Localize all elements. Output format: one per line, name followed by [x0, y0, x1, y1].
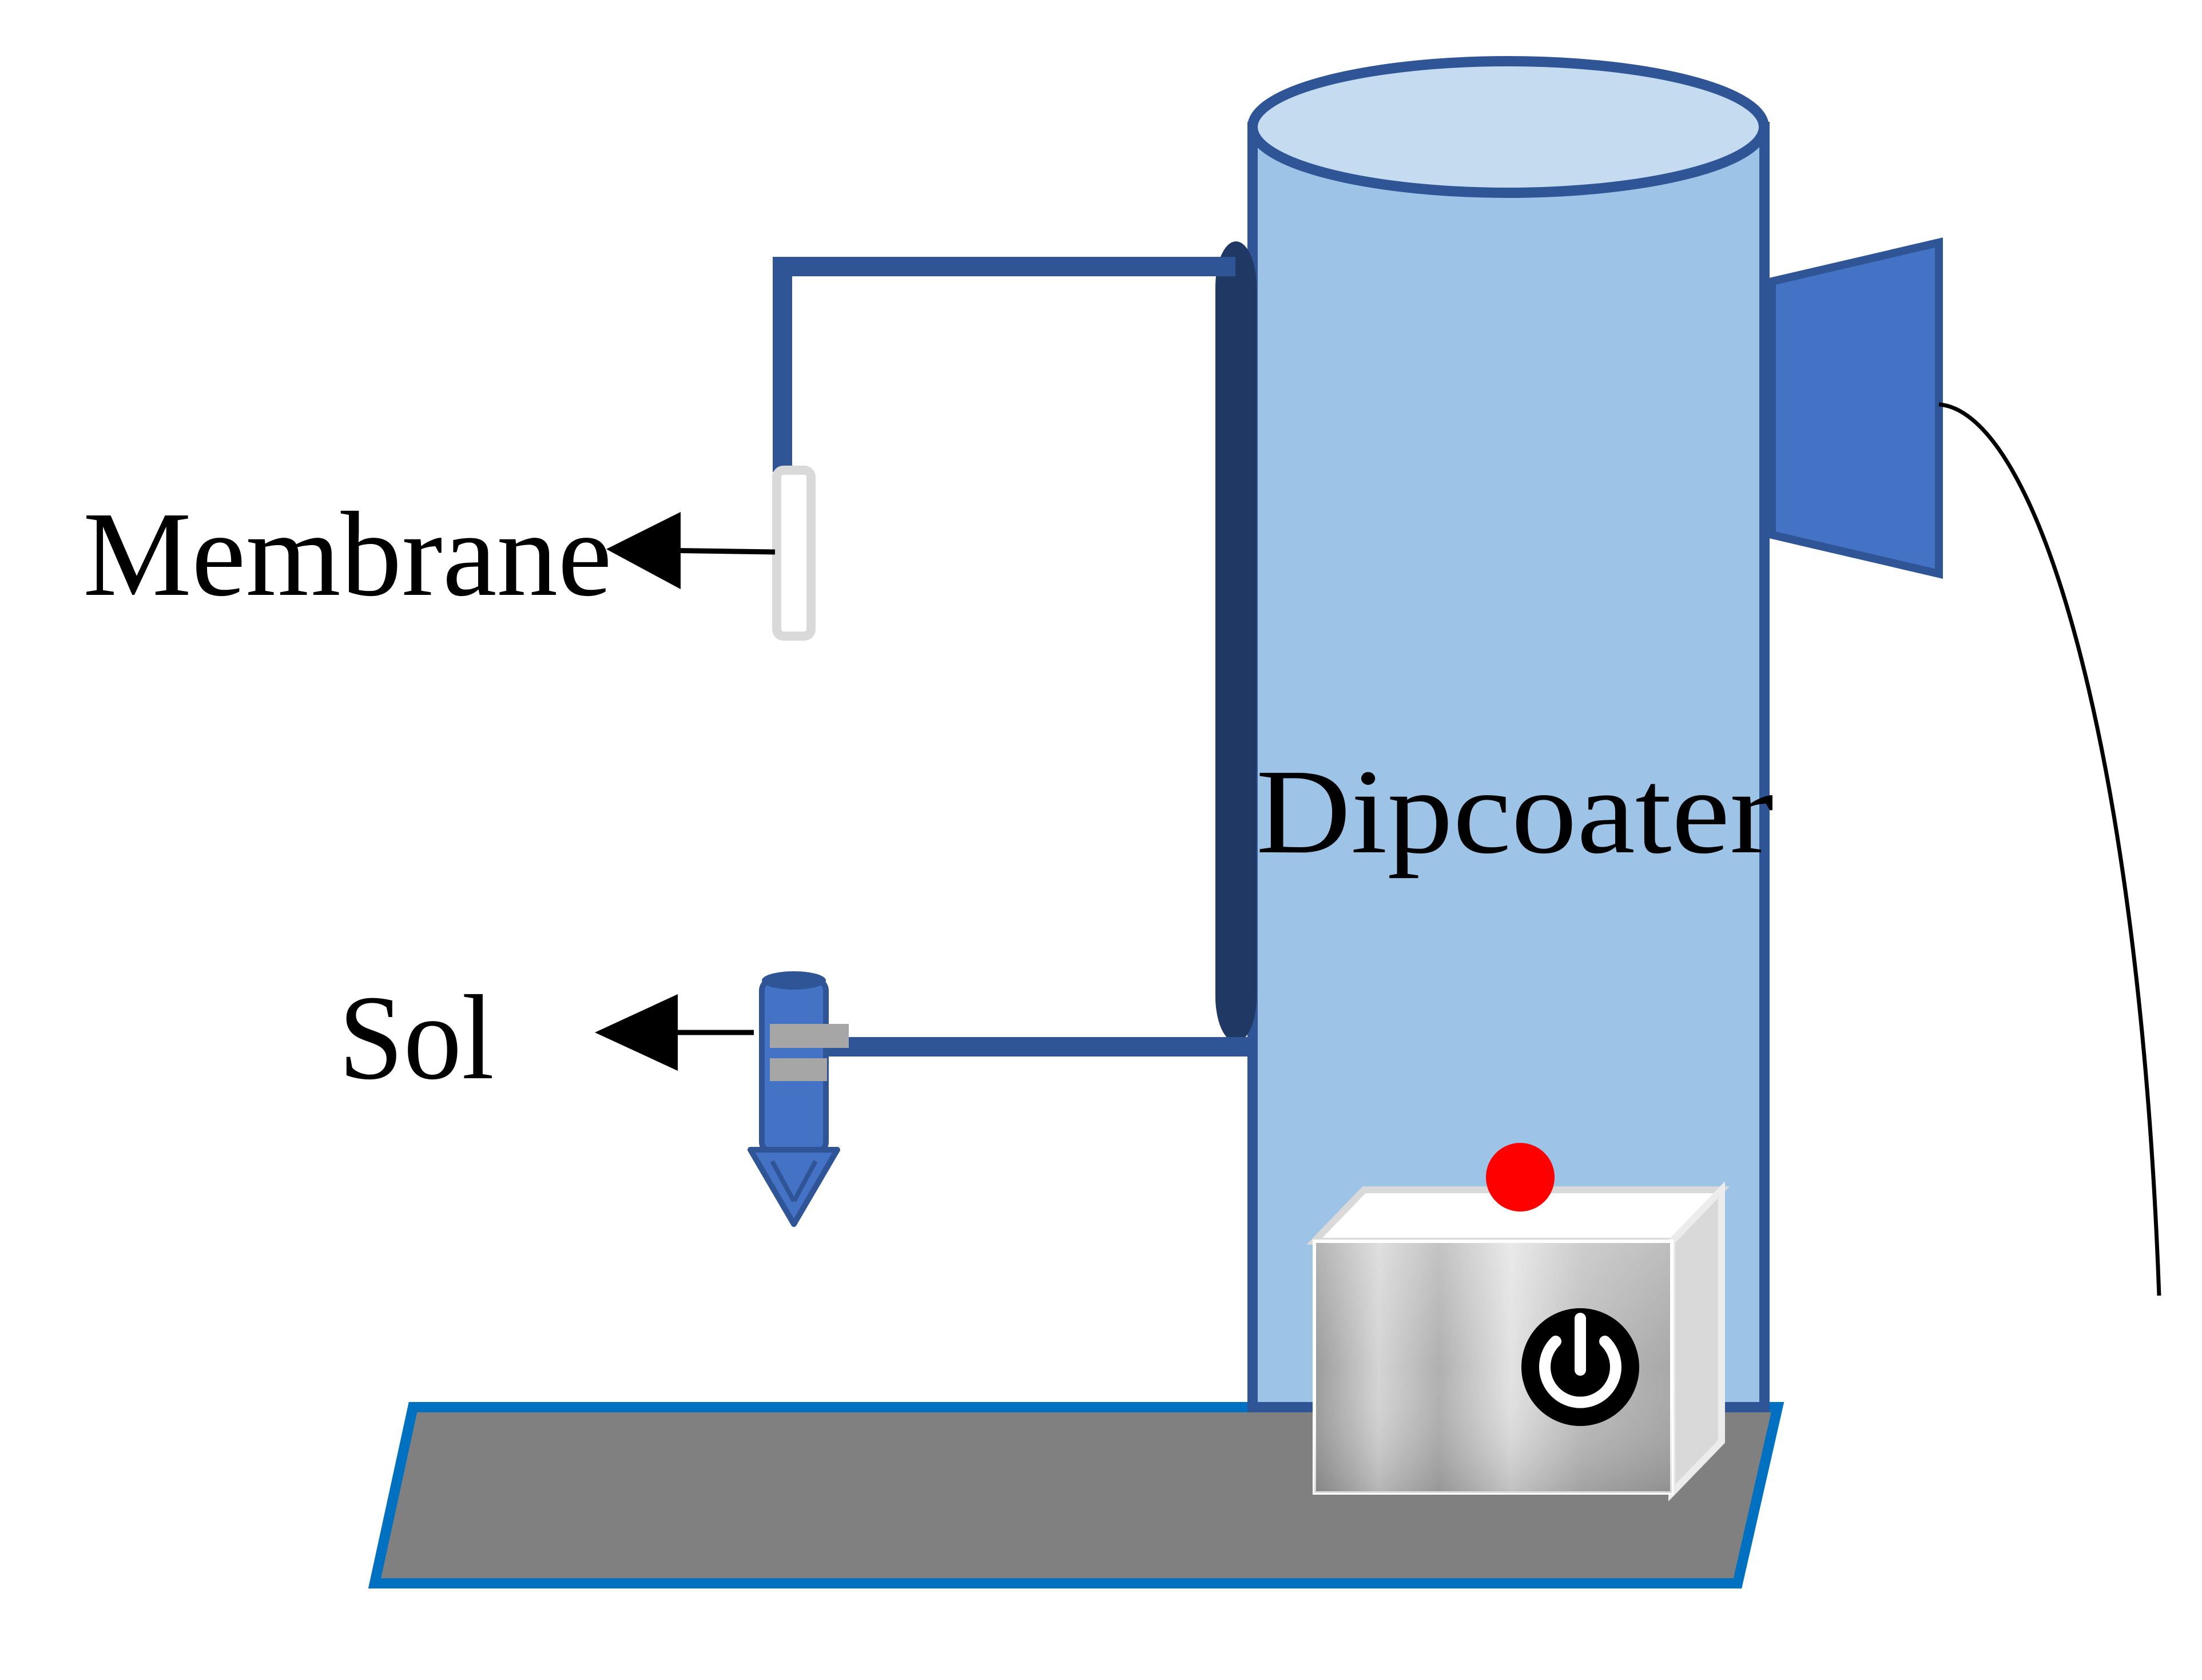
dropper-clamp-upper: [770, 1024, 849, 1048]
dropper-clamp-lower: [770, 1058, 827, 1081]
sol-label: Sol: [339, 970, 494, 1105]
sol-arrow: [595, 994, 754, 1071]
membrane-label: Membrane: [83, 487, 612, 621]
power-cable: [1938, 402, 2161, 1296]
dropper-tip: [748, 1147, 840, 1227]
cylinder-top: [1247, 56, 1769, 198]
dipcoater-label: Dipcoater: [1256, 744, 1774, 879]
indicator-light: [1486, 1143, 1555, 1212]
control-box: [1306, 1143, 1730, 1502]
power-icon[interactable]: [1521, 1308, 1639, 1426]
dropper-cap: [762, 971, 826, 990]
clamp-plate: [1215, 241, 1257, 1042]
motor-housing: [1768, 237, 1943, 579]
sol-dropper: [748, 971, 849, 1227]
membrane-sample: [772, 466, 816, 641]
box-side: [1668, 1181, 1725, 1502]
upper-arm: [773, 257, 1235, 472]
membrane-arrow: [606, 512, 776, 589]
